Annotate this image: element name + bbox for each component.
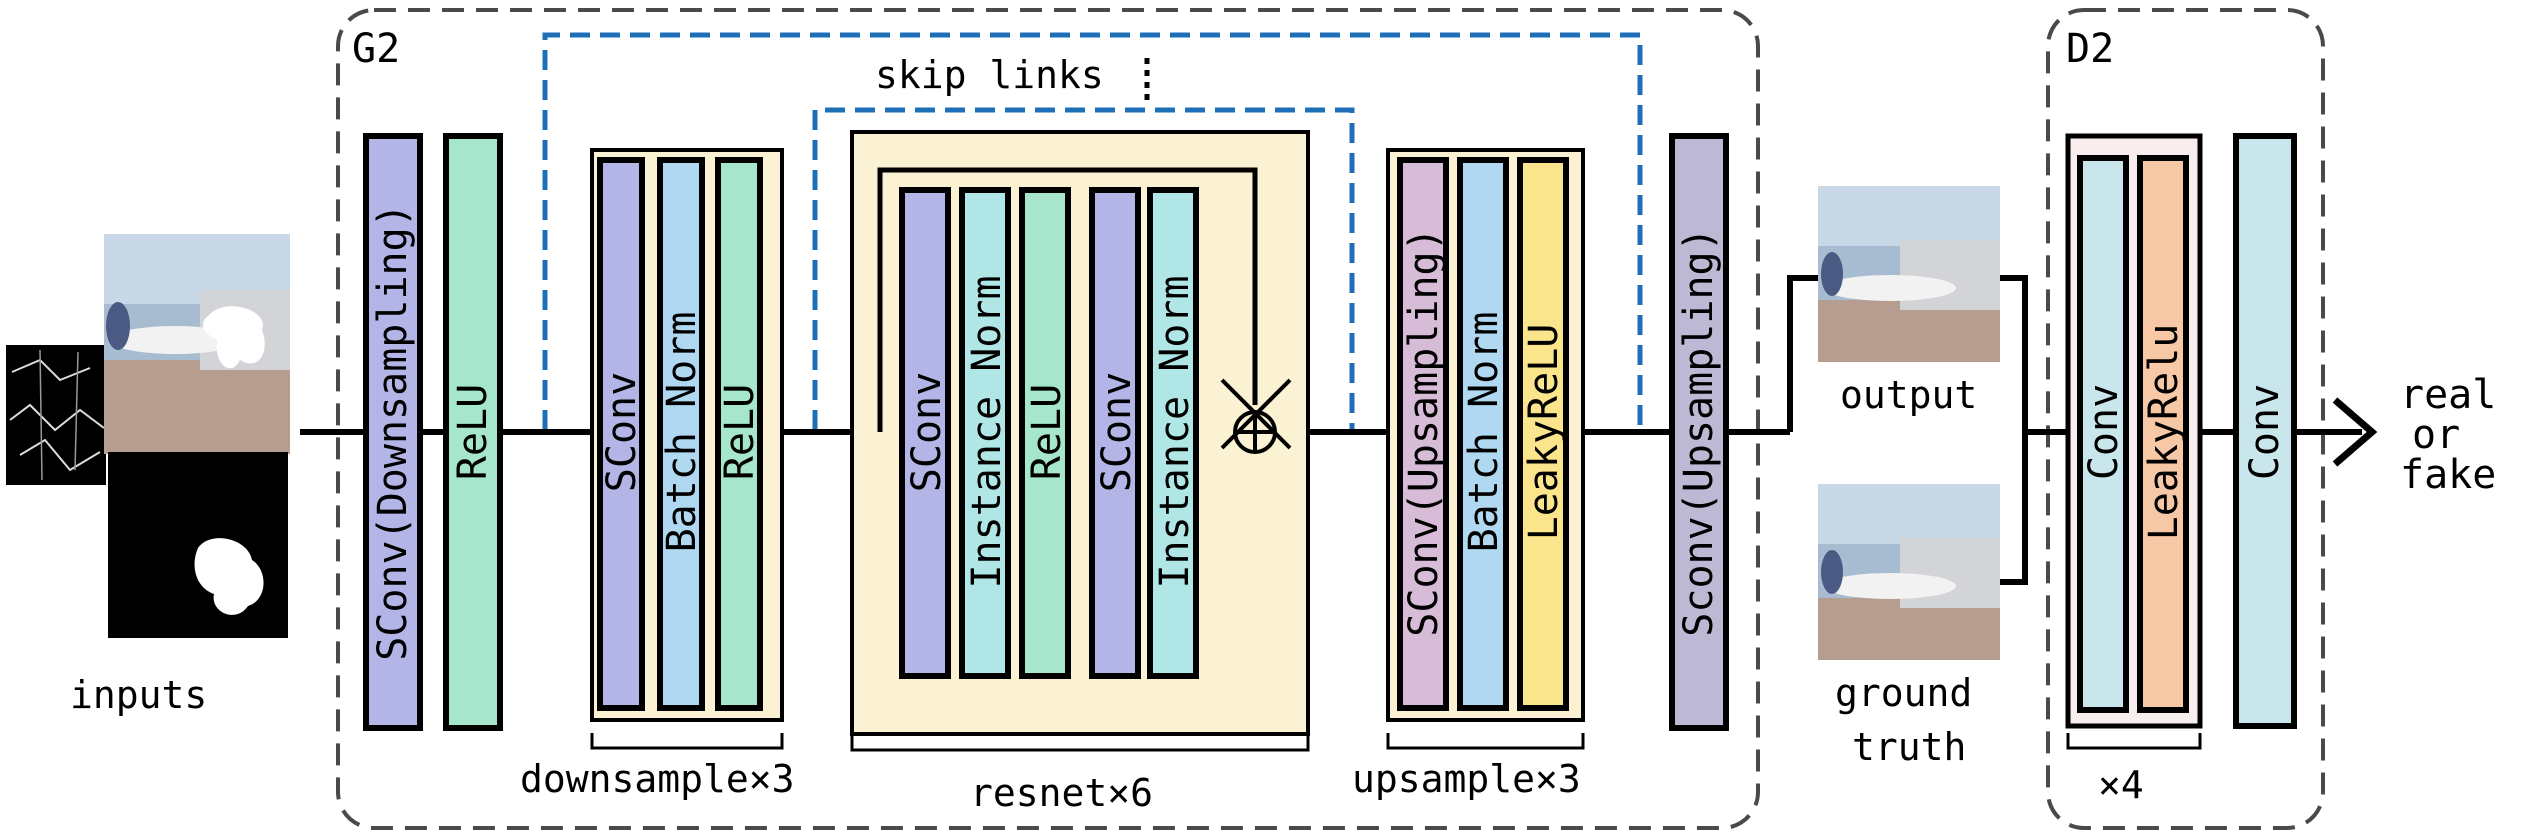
skip-link-outer	[542, 32, 1643, 430]
ground-truth-label-line2: truth	[1852, 725, 1966, 769]
residual-cross-b	[1220, 378, 1292, 450]
d2-repeat-label: ×4	[2098, 763, 2144, 807]
downsample-relu-label: ReLU	[717, 384, 763, 480]
resnet-sconv-2	[1089, 187, 1141, 679]
d2-title: D2	[2066, 26, 2114, 72]
resnet-relu	[1019, 187, 1071, 679]
downsample-sconv-label: SConv	[599, 372, 645, 492]
resnet-instnorm-2-label: Instance Norm	[1152, 275, 1198, 588]
upsample-batchnorm-label: Batch Norm	[1461, 312, 1507, 553]
upsample-leakyrelu	[1517, 157, 1569, 711]
final-sconv-label: Sconv(Upsampling)	[1676, 227, 1722, 636]
output-label: output	[1840, 373, 1977, 417]
result-label-line1: real	[2400, 372, 2496, 418]
downsample-sconv	[597, 157, 645, 711]
resnet-sconv-1	[899, 187, 951, 679]
d2-repeat-brace	[2066, 733, 2202, 750]
upsample-batchnorm	[1457, 157, 1509, 711]
relu-layer	[443, 133, 503, 731]
result-arrow-head	[2332, 397, 2378, 467]
d2-conv-label: Conv	[2081, 384, 2127, 480]
upsample-brace	[1386, 733, 1585, 750]
resnet-instnorm-1-label: Instance Norm	[964, 275, 1010, 588]
result-label-line2: or	[2412, 412, 2460, 458]
sconv-downsampling-layer	[363, 133, 423, 731]
final-sconv-layer	[1669, 133, 1729, 731]
mask-image	[108, 452, 288, 638]
resnet-instnorm-2	[1147, 187, 1199, 679]
resnet-sconv-2-label: SConv	[1094, 372, 1140, 492]
downsample-label: downsample×3	[520, 757, 795, 801]
masked-input-image	[104, 234, 290, 454]
output-to-d2	[2000, 275, 2028, 432]
upsample-leakyrelu-label: LeakyReLU	[1521, 324, 1567, 541]
sconv-downsampling-label: SConv(Downsampling)	[370, 203, 416, 661]
downsample-batchnorm	[657, 157, 705, 711]
resnet-brace	[850, 735, 1310, 752]
groundtruth-to-d2	[2000, 432, 2028, 585]
d2-leakyrelu-label: LeakyRelu	[2141, 324, 2187, 541]
g2-title: G2	[352, 26, 400, 72]
upsample-sconv-label: SConv(Upsampling)	[1401, 227, 1447, 636]
output-image	[1818, 186, 2000, 362]
upsample-sconv	[1397, 157, 1449, 711]
resnet-label: resnet×6	[970, 771, 1153, 815]
flow-to-output	[1787, 275, 1818, 432]
resnet-sconv-1-label: SConv	[904, 372, 950, 492]
downsample-brace	[590, 733, 784, 750]
downsample-relu	[715, 157, 763, 711]
result-label-line3: fake	[2400, 452, 2496, 498]
upsample-label: upsample×3	[1352, 757, 1581, 801]
relu-label: ReLU	[450, 384, 496, 480]
d2-conv	[2077, 155, 2129, 713]
resnet-relu-label: ReLU	[1024, 384, 1070, 480]
edge-map-image	[6, 345, 106, 485]
resnet-residual-path	[877, 167, 1258, 432]
skip-links-label: skip links	[875, 53, 1104, 97]
d2-container	[2046, 8, 2325, 830]
d2-leakyrelu	[2137, 155, 2189, 713]
ground-truth-label-line1: ground	[1835, 671, 1972, 715]
skip-link-inner	[812, 107, 1355, 430]
d2-final-conv-label: Conv	[2242, 384, 2288, 480]
g2-container	[336, 8, 1760, 830]
inputs-label: inputs	[70, 673, 207, 717]
downsample-batchnorm-label: Batch Norm	[659, 312, 705, 553]
ground-truth-image	[1818, 484, 2000, 660]
resnet-instnorm-1	[959, 187, 1011, 679]
